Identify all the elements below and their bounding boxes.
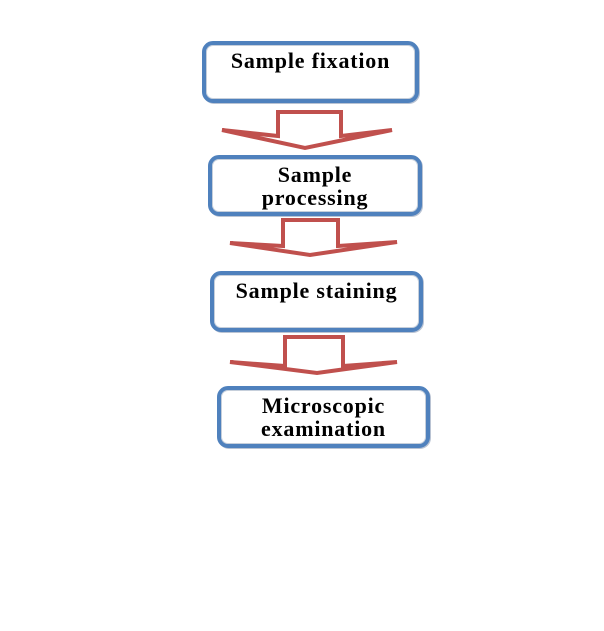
down-arrow-shape <box>221 110 393 151</box>
down-arrow-connector-3 <box>229 335 398 376</box>
step-label: Microscopic examination <box>261 393 386 441</box>
down-arrow-connector-2 <box>229 218 398 258</box>
step-box-sample-staining: Sample staining <box>210 271 423 332</box>
down-arrow-shape <box>229 218 398 258</box>
step-label: Sample fixation <box>230 48 391 73</box>
step-label: Sample processing <box>261 162 369 210</box>
step-box-microscopic-examination: Microscopic examination <box>217 386 430 448</box>
down-arrow-connector-1 <box>221 110 393 151</box>
down-arrow-shape <box>229 335 398 376</box>
step-box-sample-processing: Sample processing <box>208 155 422 216</box>
step-box-sample-fixation: Sample fixation <box>202 41 419 103</box>
step-label: Sample staining <box>235 278 398 303</box>
